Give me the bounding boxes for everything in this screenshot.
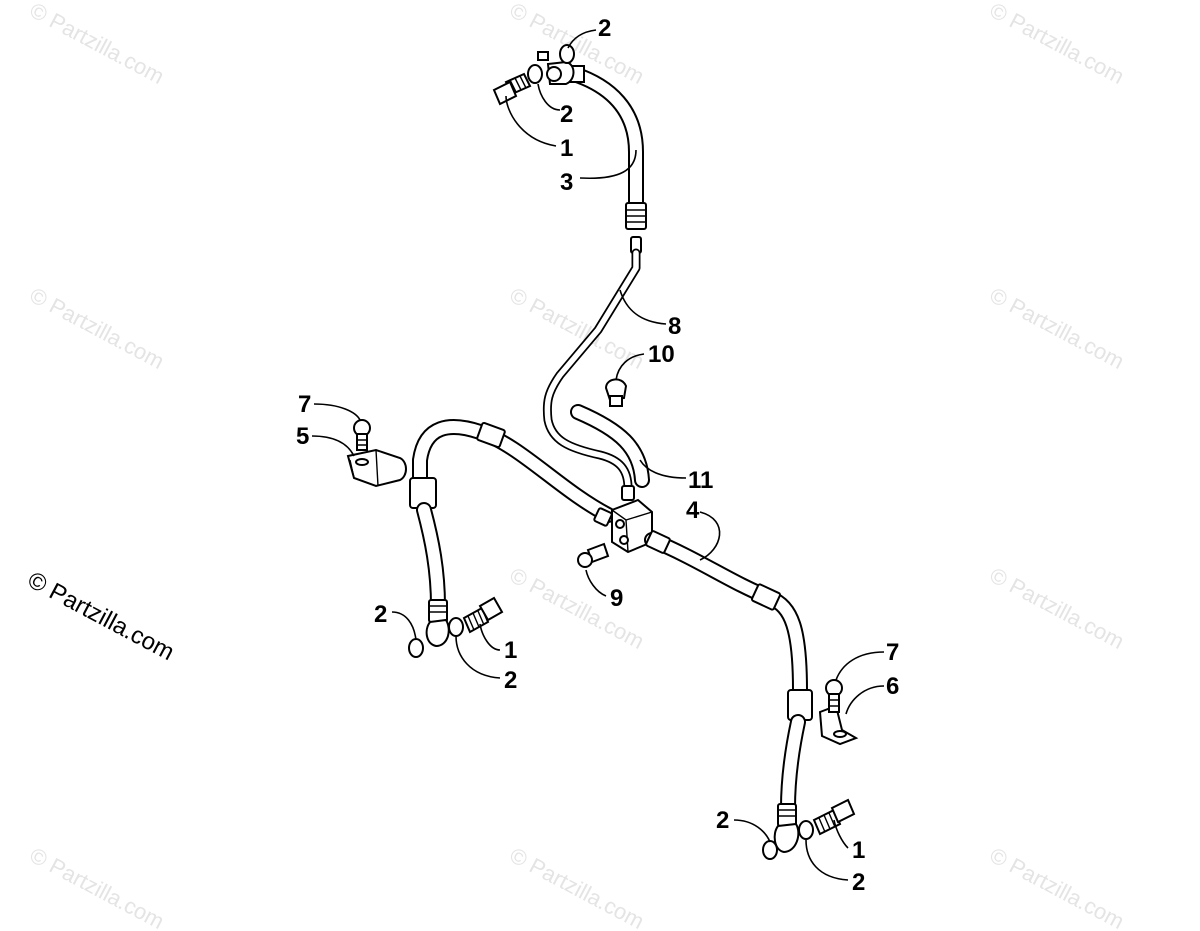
left-hose-bracket bbox=[346, 448, 407, 488]
brake-line bbox=[542, 248, 641, 501]
callout-label: 2 bbox=[716, 807, 729, 834]
right-brake-hose bbox=[644, 530, 813, 854]
clip bbox=[604, 378, 628, 407]
callout-label: 2 bbox=[560, 101, 573, 128]
callout-label: 9 bbox=[610, 585, 623, 612]
washer bbox=[559, 44, 575, 64]
callout-label: 8 bbox=[668, 313, 681, 340]
washer bbox=[448, 617, 464, 637]
callout-label: 7 bbox=[298, 391, 311, 418]
watermark-tile: © Partzilla.com bbox=[986, 842, 1129, 931]
watermark-tile: © Partzilla.com bbox=[26, 0, 169, 89]
callout-label: 7 bbox=[886, 639, 899, 666]
washer bbox=[762, 840, 778, 860]
banjo-bolt bbox=[492, 72, 532, 106]
washer bbox=[408, 638, 424, 658]
watermark-tiles: © Partzilla.com © Partzilla.com © Partzi… bbox=[26, 0, 1129, 931]
washer bbox=[798, 820, 814, 840]
callout-label: 2 bbox=[598, 15, 611, 42]
callout-label: 2 bbox=[374, 601, 387, 628]
brake-line-junction-block bbox=[593, 498, 653, 554]
watermark-tile: © Partzilla.com bbox=[26, 842, 169, 931]
callout-label: 3 bbox=[560, 169, 573, 196]
callout-label: 11 bbox=[688, 467, 713, 494]
left-brake-hose bbox=[409, 419, 616, 648]
callout-label: 6 bbox=[886, 673, 899, 700]
grommet bbox=[570, 404, 650, 488]
callout-label: 2 bbox=[504, 667, 517, 694]
callout-label: 5 bbox=[296, 423, 309, 450]
callout-label: 2 bbox=[852, 869, 865, 896]
callout-label: 10 bbox=[648, 341, 675, 368]
watermark-tile: © Partzilla.com bbox=[26, 282, 169, 374]
leader-lines bbox=[311, 29, 885, 881]
callout-label: 1 bbox=[560, 135, 573, 162]
watermark-tile: © Partzilla.com bbox=[986, 562, 1129, 654]
washer bbox=[527, 64, 543, 84]
watermark-tile: © Partzilla.com bbox=[506, 562, 649, 654]
callout-labels: 2 2 1 3 8 10 7 5 11 4 9 2 1 2 7 6 2 1 2 bbox=[296, 15, 899, 896]
watermark-tile: © Partzilla.com bbox=[986, 282, 1129, 374]
callout-label: 1 bbox=[504, 637, 517, 664]
banjo-bolt bbox=[462, 596, 504, 634]
banjo-bolt bbox=[812, 798, 856, 836]
watermark-tile: © Partzilla.com bbox=[986, 0, 1129, 89]
left-bracket-bolt bbox=[353, 419, 371, 451]
right-bracket-bolt bbox=[825, 679, 843, 713]
junction-block-bolt bbox=[577, 542, 610, 568]
watermark-main: © Partzilla.com bbox=[23, 566, 178, 666]
callout-label: 4 bbox=[686, 497, 700, 524]
callout-label: 1 bbox=[852, 837, 865, 864]
watermark-tile: © Partzilla.com bbox=[506, 842, 649, 931]
